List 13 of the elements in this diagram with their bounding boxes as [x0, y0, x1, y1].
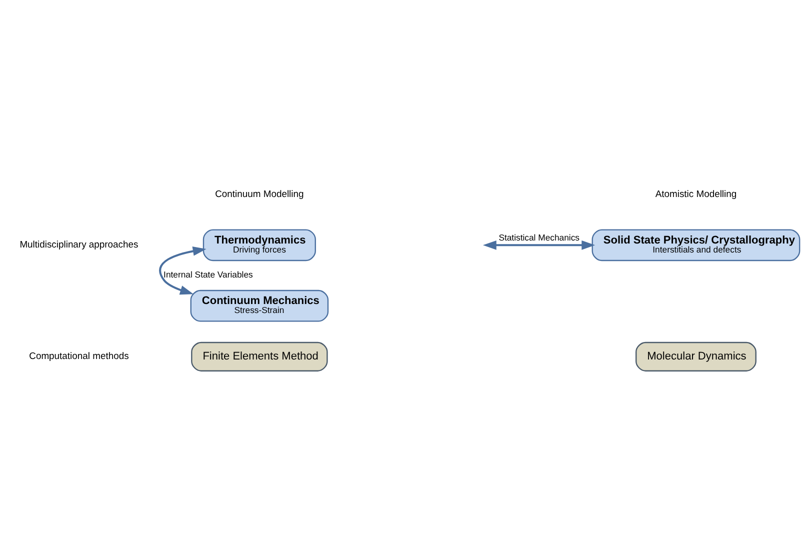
node-box: Finite Elements Method — [191, 341, 328, 371]
label: Atomistic Modelling — [655, 188, 737, 200]
node-box: Thermodynamics Driving forces — [202, 228, 316, 261]
arrow — [159, 246, 206, 294]
edge-label: Internal State Variables — [164, 269, 253, 280]
label: Computational methods — [29, 350, 129, 362]
arrow — [482, 240, 596, 250]
node-box: Molecular Dynamics — [636, 341, 756, 371]
edge-label: Statistical Mechanics — [498, 232, 580, 242]
node-box: Solid State Physics/ Crystallography Interstitials and defects — [592, 228, 800, 261]
label: Multidisciplinary approaches — [20, 239, 138, 250]
node-box: Continuum Mechanics Stress-Strain — [190, 289, 329, 322]
label: Continuum Modelling — [215, 188, 304, 200]
